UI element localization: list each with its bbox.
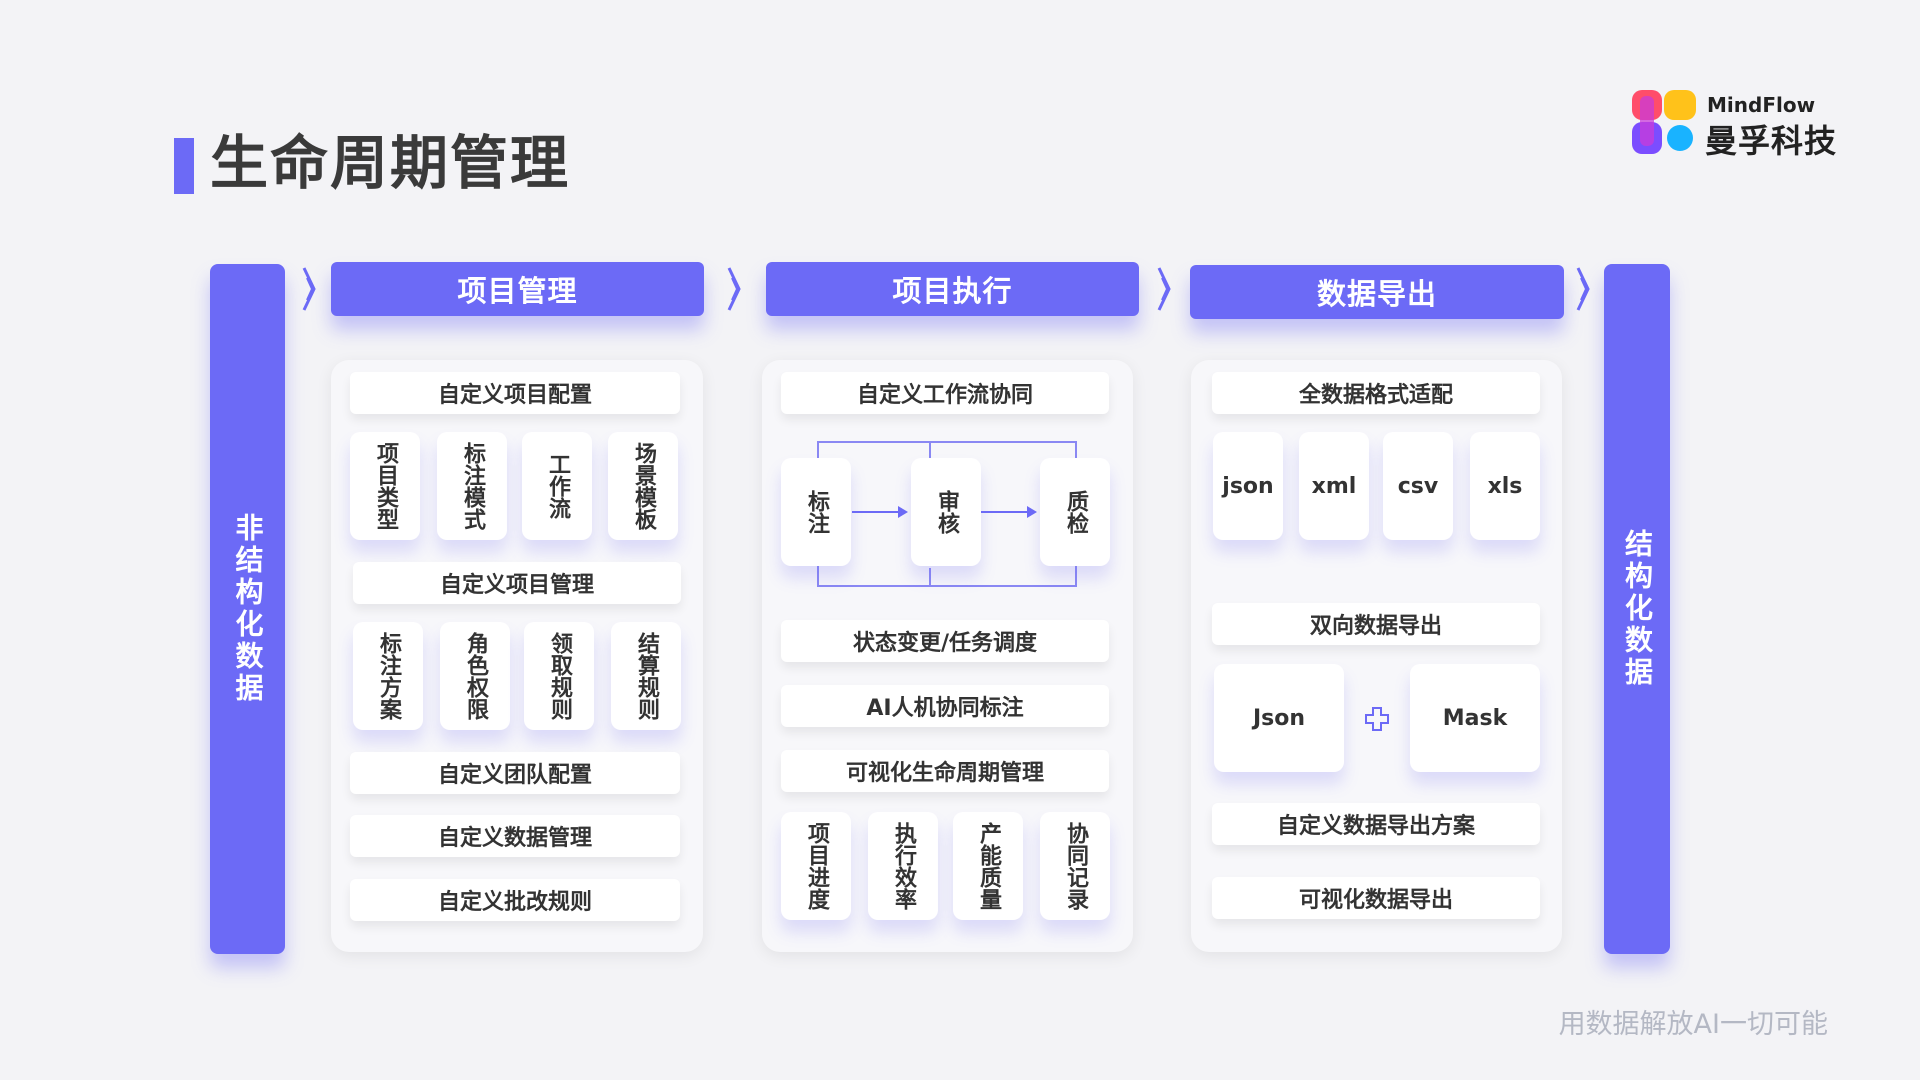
bar-custom-project-config: 自定义项目配置 xyxy=(350,372,680,414)
pillar-label: 非结构化数据 xyxy=(231,513,265,705)
bar-status-task-scheduling: 状态变更/任务调度 xyxy=(781,620,1109,662)
structured-data-pillar: 结构化数据 xyxy=(1604,264,1670,954)
tile-workflow: 工作流 xyxy=(522,432,592,540)
flow-step-review: 审核 xyxy=(911,458,981,566)
title-accent-bar xyxy=(174,138,194,194)
bar-custom-review-rules: 自定义批改规则 xyxy=(350,879,680,921)
tile-collab-records: 协同记录 xyxy=(1040,812,1110,920)
tile-claim-rules: 领取规则 xyxy=(524,622,594,730)
tile-annotation-mode: 标注模式 xyxy=(437,432,507,540)
bar-visual-data-export: 可视化数据导出 xyxy=(1212,877,1540,919)
bar-custom-data-management: 自定义数据管理 xyxy=(350,815,680,857)
brand-name-cn: 曼孚科技 xyxy=(1705,122,1838,160)
unstructured-data-pillar: 非结构化数据 xyxy=(210,264,285,954)
format-csv: csv xyxy=(1383,432,1453,540)
bar-visual-lifecycle: 可视化生命周期管理 xyxy=(781,750,1109,792)
flow-step-annotate: 标注 xyxy=(781,458,851,566)
tile-role-permission: 角色权限 xyxy=(440,622,510,730)
tile-scene-template: 场景模板 xyxy=(608,432,678,540)
export-mask: Mask xyxy=(1410,664,1540,772)
bar-all-format-adapt: 全数据格式适配 xyxy=(1212,372,1540,414)
header-project-management: 项目管理 xyxy=(331,262,704,316)
plus-icon xyxy=(1365,707,1389,731)
header-data-export: 数据导出 xyxy=(1190,265,1564,319)
bar-custom-export-scheme: 自定义数据导出方案 xyxy=(1212,803,1540,845)
page-title: 生命周期管理 xyxy=(210,129,571,197)
tile-project-progress: 项目进度 xyxy=(781,812,851,920)
bar-bidirectional-export: 双向数据导出 xyxy=(1212,603,1540,645)
bar-custom-workflow-collab: 自定义工作流协同 xyxy=(781,372,1109,414)
format-xls: xls xyxy=(1470,432,1540,540)
brand-name-en: MindFlow xyxy=(1707,93,1816,117)
arrow-right-icon xyxy=(981,506,1037,518)
format-json: json xyxy=(1213,432,1283,540)
bar-custom-project-management: 自定义项目管理 xyxy=(353,562,681,604)
pillar-label: 结构化数据 xyxy=(1621,529,1654,689)
export-json: Json xyxy=(1214,664,1344,772)
tile-project-type: 项目类型 xyxy=(350,432,420,540)
tile-execution-efficiency: 执行效率 xyxy=(868,812,938,920)
format-xml: xml xyxy=(1299,432,1369,540)
header-project-execution: 项目执行 xyxy=(766,262,1139,316)
bar-custom-team-config: 自定义团队配置 xyxy=(350,752,680,794)
arrow-right-icon xyxy=(852,506,908,518)
bar-ai-human-collab: AI人机协同标注 xyxy=(781,685,1109,727)
footer-tagline: 用数据解放AI一切可能 xyxy=(1558,1009,1828,1040)
flow-step-qa: 质检 xyxy=(1040,458,1110,566)
tile-capacity-quality: 产能质量 xyxy=(953,812,1023,920)
chevron-right-icon xyxy=(1576,267,1590,311)
chevron-right-icon xyxy=(302,267,316,311)
mindflow-logo-icon xyxy=(1632,90,1696,154)
chevron-right-icon xyxy=(727,267,741,311)
workflow-connector-lines xyxy=(817,441,1077,587)
tile-settlement-rules: 结算规则 xyxy=(611,622,681,730)
tile-annotation-scheme: 标注方案 xyxy=(353,622,423,730)
chevron-right-icon xyxy=(1157,267,1171,311)
